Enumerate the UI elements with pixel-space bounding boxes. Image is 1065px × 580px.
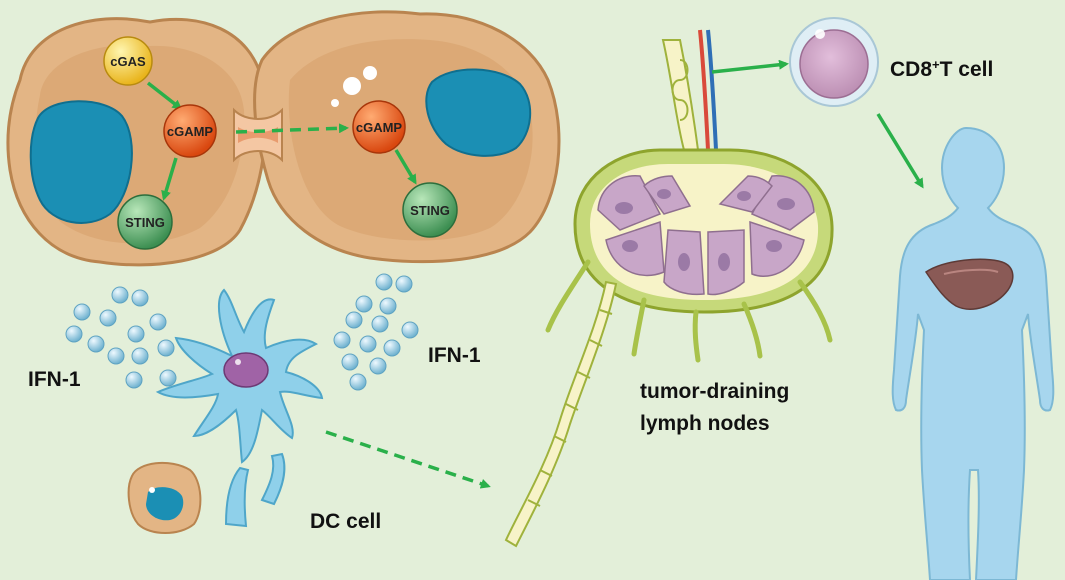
ifn-label-right: IFN-1: [428, 344, 481, 367]
arrow-cgamp-to-sting-left: [161, 157, 178, 201]
arrow-cgas-to-cgamp: [146, 81, 183, 110]
cgamp-label-left: cGAMP: [167, 124, 214, 139]
vesicle-small: [331, 99, 339, 107]
nucleus-left: [29, 100, 133, 224]
cgas-node: cGAS: [103, 36, 153, 86]
sting-label-left: STING: [125, 215, 165, 230]
vesicle-large: [343, 77, 361, 95]
tumor-cell-left: [6, 17, 268, 267]
lymph-label-line1: tumor-draining: [640, 380, 789, 403]
arrow-cgamp-transfer: [235, 123, 349, 134]
tumor-cell-right: [253, 10, 561, 264]
cgamp-node-right: cGAMP: [352, 100, 406, 154]
cgamp-node-left: cGAMP: [163, 104, 217, 158]
dc-cell-label: DC cell: [310, 510, 381, 533]
arrow-tcell-to-body: [876, 113, 924, 189]
sting-label-right: STING: [410, 203, 450, 218]
ifn-label-left: IFN-1: [28, 368, 81, 391]
nucleus-right: [425, 68, 532, 157]
lymph-node: [573, 148, 834, 314]
vesicle-medium: [363, 66, 377, 80]
arrow-lymph-to-tcell: [711, 59, 789, 74]
ifn-beads-right: [333, 273, 419, 391]
arrow-cgamp-to-sting-right: [394, 149, 417, 185]
cgamp-label-right: cGAMP: [356, 120, 403, 135]
ifn-beads-left: [65, 286, 177, 389]
lymph-label-line2: lymph nodes: [640, 412, 770, 435]
sting-node-left: STING: [117, 194, 173, 250]
dc-nucleus: [223, 352, 269, 388]
dc-cell: [155, 288, 324, 528]
small-tumor-cell: [127, 461, 202, 534]
sting-node-right: STING: [402, 182, 458, 238]
human-body: [891, 126, 1055, 580]
gap-junction: [233, 107, 283, 163]
lymph-vessel-long: [504, 280, 618, 548]
liver-icon: [924, 258, 1014, 310]
cd8-t-cell: [789, 17, 879, 107]
cgas-label: cGAS: [110, 54, 146, 69]
arrow-dc-to-lymph: [325, 430, 491, 489]
afferent-lymph-vessels: [545, 259, 833, 363]
cd8-label: CD8+T cell: [890, 57, 993, 82]
